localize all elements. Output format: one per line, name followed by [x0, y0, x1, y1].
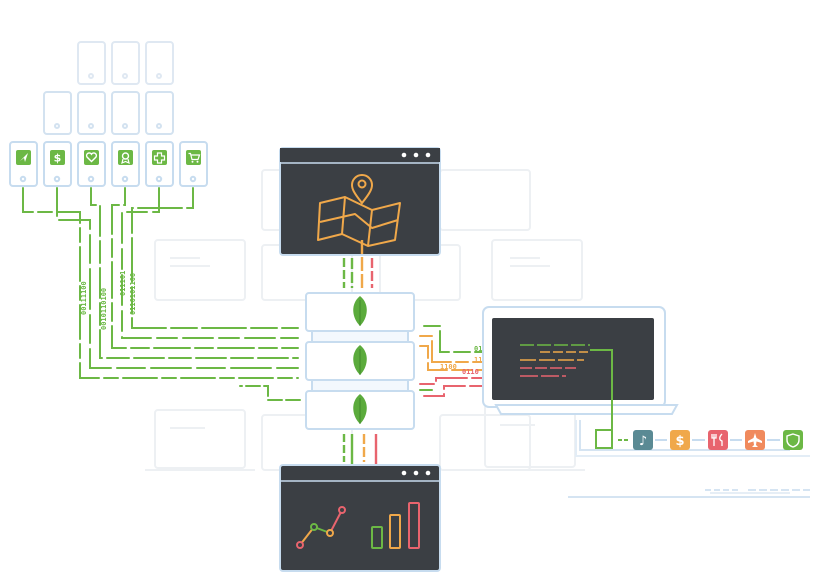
window-dot — [425, 470, 431, 476]
laptop-output: ♪ $ — [568, 420, 810, 498]
window-dot — [401, 470, 407, 476]
server-node — [305, 341, 415, 381]
music-icon: ♪ — [633, 430, 653, 450]
window-dot — [401, 152, 407, 158]
map-window — [279, 147, 441, 256]
phone-cables — [22, 187, 301, 401]
svg-text:1100: 1100 — [440, 363, 457, 371]
svg-text:011101: 011101 — [119, 271, 127, 296]
left-binary-labels: 0110101100 011101 0010110100 00111100 — [80, 271, 137, 330]
bar-chart-icon — [371, 502, 420, 549]
line-chart-icon — [296, 506, 346, 549]
map-pin-icon — [317, 174, 401, 247]
phone-grid-faded — [43, 41, 174, 135]
server-stack — [305, 292, 415, 430]
map-connectors — [342, 240, 374, 290]
window-dot — [413, 152, 419, 158]
dining-icon — [708, 430, 728, 450]
svg-text:$: $ — [54, 152, 62, 165]
svg-text:$: $ — [675, 434, 684, 449]
navigation-icon — [16, 150, 31, 165]
dollar-icon: $ — [50, 150, 65, 165]
server-node — [305, 292, 415, 332]
bg-monitor — [154, 409, 246, 469]
plane-icon — [745, 430, 765, 450]
window-dot — [425, 152, 431, 158]
bg-monitor — [154, 239, 246, 301]
svg-text:00111100: 00111100 — [80, 281, 88, 315]
window-dot — [413, 470, 419, 476]
heart-icon — [84, 150, 99, 165]
laptop — [482, 306, 679, 432]
medal-icon — [118, 150, 133, 165]
svg-text:0110: 0110 — [462, 368, 479, 376]
svg-text:♪: ♪ — [639, 434, 647, 449]
medical-cross-icon — [152, 150, 167, 165]
svg-text:0010110100: 0010110100 — [100, 288, 108, 330]
bg-monitor — [439, 169, 531, 231]
bg-monitor — [491, 239, 583, 301]
svg-text:0110101100: 0110101100 — [129, 273, 137, 315]
dollar-icon: $ — [670, 430, 690, 450]
server-node — [305, 390, 415, 430]
analytics-window — [279, 464, 441, 572]
cart-icon — [186, 150, 201, 165]
phone-row-apps: $ — [9, 141, 208, 187]
shield-icon — [783, 430, 803, 450]
